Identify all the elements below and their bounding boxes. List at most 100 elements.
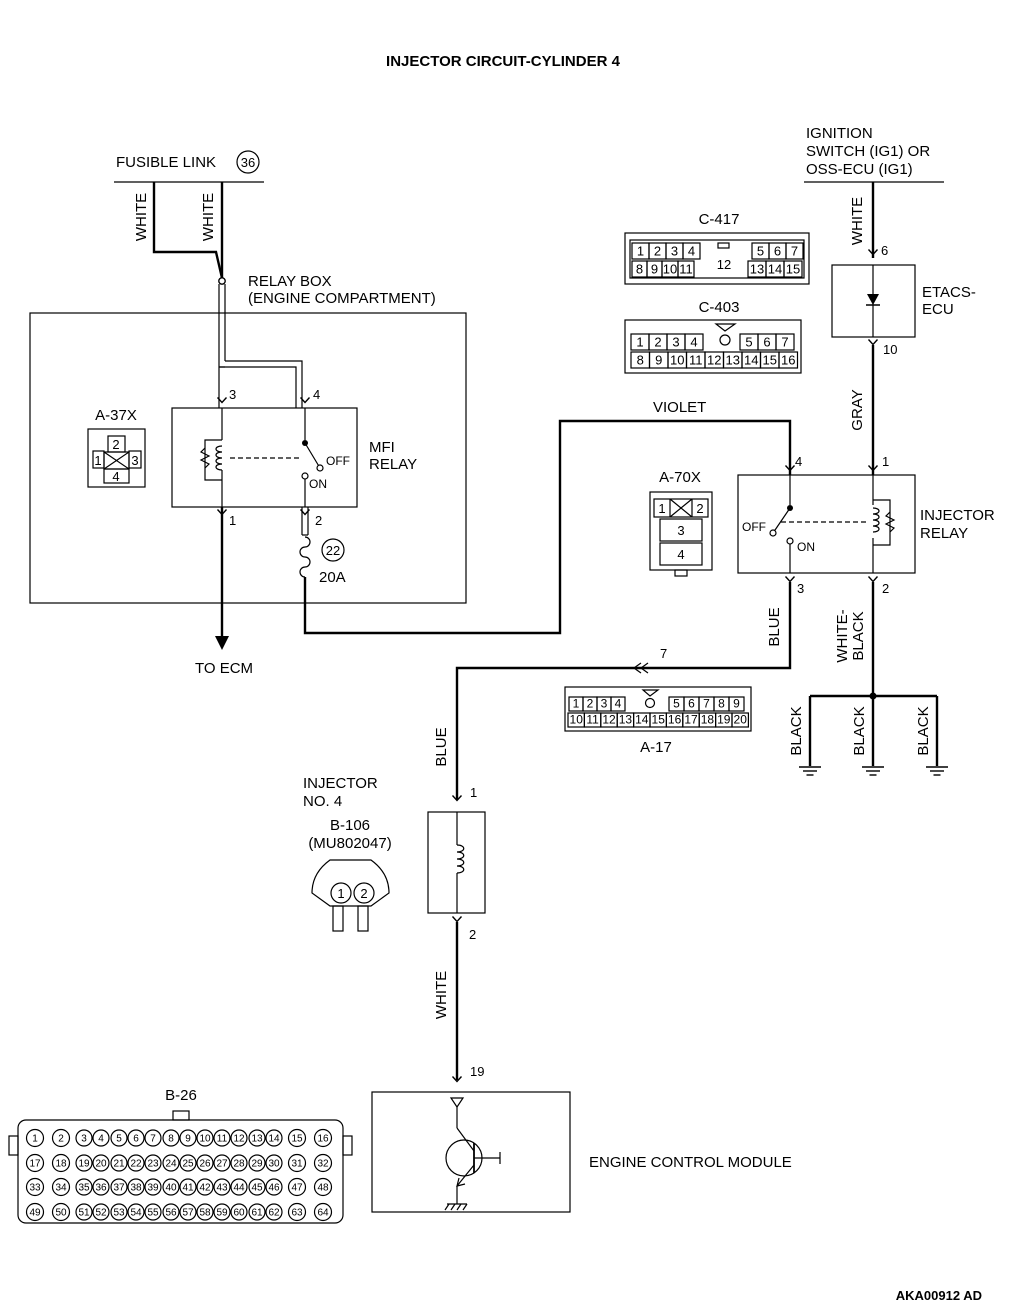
wire-label-white-a: WHITE	[133, 193, 150, 241]
wire-label-violet: VIOLET	[653, 399, 706, 416]
b26-pin-ring	[25, 1153, 45, 1173]
b26-pin: 32	[317, 1159, 329, 1170]
b26-pin-ring	[92, 1129, 110, 1147]
b26-pin: 34	[55, 1183, 67, 1194]
c417-cell	[783, 260, 803, 278]
b26-pin: 38	[130, 1183, 142, 1194]
b26-pin: 31	[291, 1159, 303, 1170]
etacs-pin-out: 10	[883, 342, 897, 357]
b26-pin: 11	[217, 1134, 228, 1145]
mfi-relay-on-label: ON	[309, 477, 327, 491]
b26-pin-ring	[92, 1178, 110, 1196]
fuse-number: 22	[326, 543, 340, 558]
c403-pin: 6	[763, 335, 770, 350]
c403-pin: 11	[689, 353, 703, 368]
inj-relay-pin-1: 1	[882, 454, 889, 469]
b26-pin: 63	[291, 1208, 303, 1219]
b26-pin: 54	[130, 1208, 142, 1219]
b26-pin: 13	[251, 1134, 263, 1145]
a37x-name: A-37X	[95, 407, 137, 424]
c417-pin: 14	[768, 262, 782, 277]
b26-pin-ring	[287, 1128, 307, 1148]
b26-pin: 8	[168, 1134, 174, 1145]
c417-cell	[682, 242, 701, 260]
c417-cell	[677, 260, 695, 278]
b26-pin-ring	[51, 1177, 71, 1197]
a17-pin: 16	[668, 713, 682, 727]
b26-pin-ring	[248, 1129, 266, 1147]
injector-relay: 4 1 OFF ON INJECTOR RELAY 3 2	[737, 454, 995, 596]
c403-pin: 1	[636, 335, 643, 350]
wire-label-white-black-1: WHITE-	[834, 609, 851, 662]
b26-pin: 51	[78, 1208, 90, 1219]
a17-pin: 14	[635, 713, 649, 727]
c403-cell	[775, 333, 795, 351]
c403-cell	[778, 351, 799, 369]
a17-cell	[728, 696, 745, 712]
wire-white-black: WHITE- BLACK BLACK BLACK BLACK	[788, 582, 949, 776]
b26-pin: 52	[95, 1208, 107, 1219]
b26-pin: 30	[268, 1159, 280, 1170]
b26-pin-ring	[127, 1178, 145, 1196]
b26-pin: 14	[268, 1134, 280, 1145]
c403-pin: 15	[763, 353, 777, 368]
a70x-pin-1: 1	[658, 501, 665, 516]
b26-pin-ring	[51, 1202, 71, 1222]
b26-pin: 58	[199, 1208, 211, 1219]
a17-pin: 18	[701, 713, 715, 727]
b26-pin: 26	[199, 1159, 211, 1170]
mfi-relay-pin-1: 1	[229, 513, 236, 528]
injector-pin-2: 2	[469, 927, 476, 942]
b26-pin: 2	[58, 1134, 64, 1145]
fusible-link: FUSIBLE LINK 36	[114, 150, 264, 183]
b26-pin-ring	[179, 1203, 197, 1221]
b26-pin: 36	[95, 1183, 107, 1194]
b26-pin: 49	[29, 1208, 41, 1219]
junction-pin-7: 7	[660, 646, 667, 661]
c403-name: C-403	[699, 299, 740, 316]
b26-pin-ring	[75, 1203, 93, 1221]
b26-pin-ring	[162, 1154, 180, 1172]
b26-pin: 50	[55, 1208, 67, 1219]
b26-pin: 40	[165, 1183, 177, 1194]
ignition-line1: IGNITION	[806, 125, 873, 142]
b26-pin-ring	[75, 1129, 93, 1147]
b26-pin-ring	[230, 1129, 248, 1147]
mfi-relay-name-1: MFI	[369, 439, 395, 456]
c417-pin: 3	[671, 244, 678, 259]
b26-pin-ring	[287, 1153, 307, 1173]
b26-pin-ring	[313, 1202, 333, 1222]
b26-pin: 42	[199, 1183, 211, 1194]
c417-pin: 10	[663, 262, 677, 277]
a17-pin: 3	[601, 697, 608, 711]
b26-name: B-26	[165, 1087, 197, 1104]
etacs-name-1: ETACS-	[922, 284, 976, 301]
diagram-title: INJECTOR CIRCUIT-CYLINDER 4	[386, 53, 621, 70]
a17-pin: 6	[688, 697, 695, 711]
ecm-pin-19: 19	[470, 1064, 484, 1079]
c403-pin: 5	[745, 335, 752, 350]
a17-pin: 17	[684, 713, 698, 727]
b26-pin: 57	[182, 1208, 194, 1219]
a17-pin: 19	[717, 713, 731, 727]
wire-gray: GRAY	[849, 345, 875, 475]
b26-pin-ring	[110, 1178, 128, 1196]
b26-pin: 4	[98, 1134, 104, 1145]
b26-pin-ring	[110, 1129, 128, 1147]
b26-pin: 55	[147, 1208, 159, 1219]
b26-pin-ring	[25, 1128, 45, 1148]
relay-box: RELAY BOX (ENGINE COMPARTMENT)	[29, 273, 467, 604]
b26-pin-ring	[248, 1178, 266, 1196]
inj-relay-name-2: RELAY	[920, 525, 968, 542]
a17-pin: 1	[573, 697, 580, 711]
b26-pin: 60	[233, 1208, 245, 1219]
connector-b106: B-106 (MU802047) 1 2	[308, 817, 392, 932]
b26-pin-ring	[162, 1129, 180, 1147]
b26-pin-ring	[313, 1177, 333, 1197]
b26-pin-ring	[265, 1129, 283, 1147]
wire-label-black-2: BLACK	[851, 706, 868, 755]
a37x-pin-1: 1	[94, 453, 101, 468]
